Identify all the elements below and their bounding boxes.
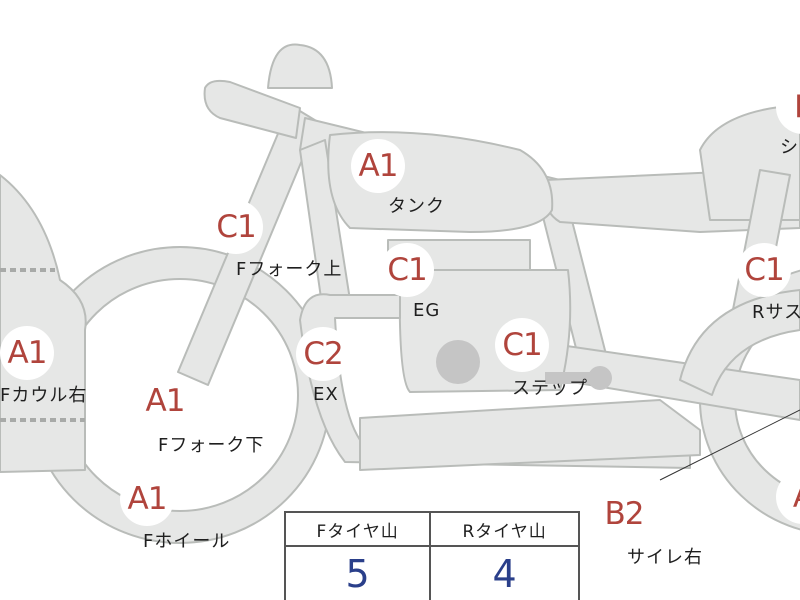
part-label-engine: EG — [413, 300, 441, 321]
rear-tire-value: 4 — [429, 545, 580, 600]
handlebar — [203, 79, 301, 139]
grade-badge-exhaust: C2 — [296, 327, 350, 381]
muffler — [359, 399, 701, 471]
front-tire-header: Fタイヤ山 — [283, 511, 432, 547]
grade-badge-tank: A1 — [351, 139, 405, 193]
grade-badge-engine: C1 — [380, 243, 434, 297]
part-label-front-cowl: Fカウル右 — [0, 385, 88, 406]
front-cowl — [0, 174, 87, 473]
part-label-exhaust: EX — [313, 384, 339, 405]
grade-badge-rear-shock: C1 — [737, 243, 791, 297]
part-label-step: ステップ — [512, 378, 588, 399]
muffler-leader-line — [659, 409, 800, 481]
part-label-fork-upper: Fフォーク上 — [236, 259, 343, 280]
grade-badge-front-wheel: A1 — [120, 472, 174, 526]
grade-badge-muffler-right: B2 — [597, 487, 651, 541]
part-label-muffler-right: サイレ右 — [627, 547, 703, 568]
step-peg-left — [545, 372, 598, 384]
grade-badge-fork-upper: C1 — [209, 200, 263, 254]
headlight-cap — [267, 43, 333, 89]
engine-cover-dot — [436, 340, 480, 384]
part-label-seat: シ — [780, 137, 799, 158]
grade-badge-fork-lower: A1 — [138, 374, 192, 428]
rear-fender — [679, 289, 800, 396]
grade-badge-step: C1 — [495, 318, 549, 372]
part-label-tank: タンク — [388, 196, 445, 217]
front-tire-value: 5 — [283, 545, 432, 600]
tire-tread-table: Fタイヤ山 Rタイヤ山 5 4 — [283, 511, 580, 600]
part-label-fork-lower: Fフォーク下 — [158, 435, 265, 456]
part-label-front-wheel: Fホイール — [143, 531, 231, 552]
grade-badge-front-cowl: A1 — [0, 326, 54, 380]
part-label-rear-shock: Rサス — [752, 302, 800, 323]
rear-tire-header: Rタイヤ山 — [429, 511, 580, 547]
